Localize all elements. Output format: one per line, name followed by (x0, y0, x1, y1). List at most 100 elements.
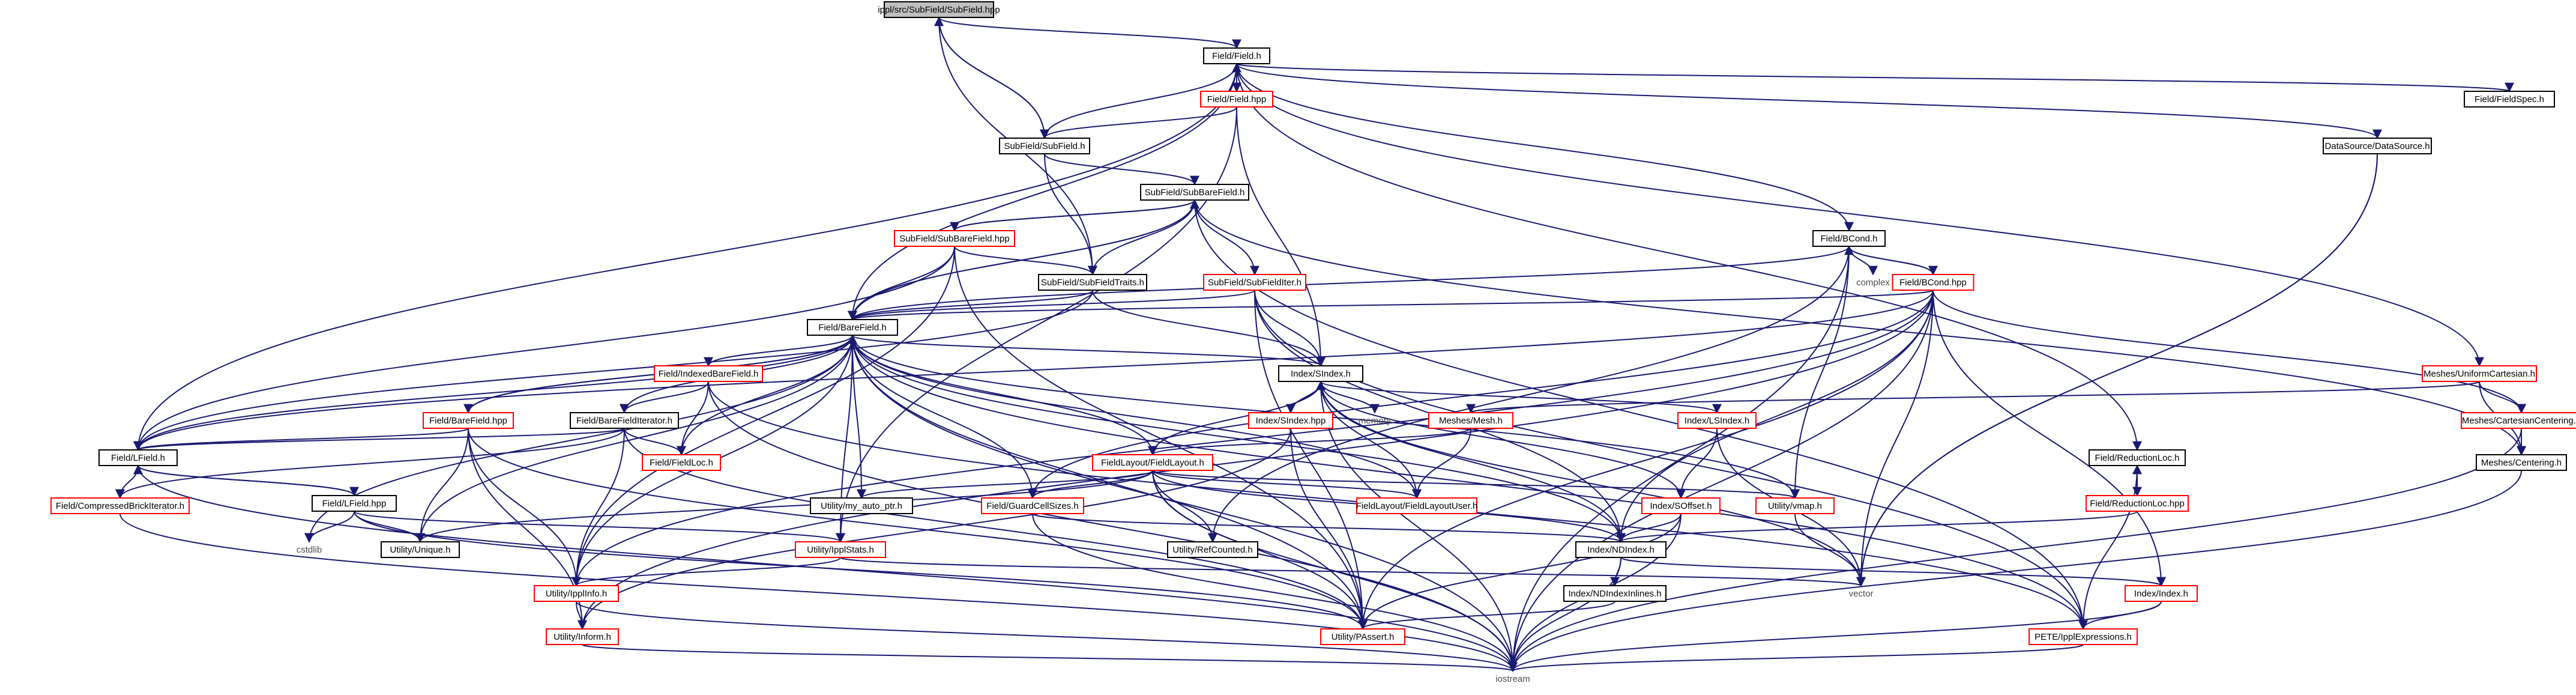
node-box-cartcenter (2461, 412, 2576, 429)
edge-subtraits-to-lfield (133, 290, 1093, 451)
edge-bcond-to-refcounted (1208, 246, 1850, 543)
edge-compressed-to-iostream (119, 513, 1518, 672)
node-barefieldhpp[interactable]: Field/BareField.hpp (423, 412, 514, 429)
node-subfieldh[interactable]: SubField/SubField.h (999, 138, 1090, 154)
node-vmap[interactable]: Utility/vmap.h (1755, 497, 1835, 514)
node-label-indexh: Index/Index.h (2134, 589, 2188, 599)
node-ipplstats[interactable]: Utility/IpplStats.h (795, 541, 886, 558)
edge-lfieldhpp-to-cstdlib (304, 511, 355, 543)
node-box-meshes_mesh (1428, 412, 1513, 429)
node-box-myautoptr (810, 497, 913, 514)
node-label-guardcell: Field/GuardCellSizes.h (986, 501, 1078, 511)
node-compressed[interactable]: Field/CompressedBrickIterator.h (50, 497, 190, 514)
node-fieldh[interactable]: Field/Field.h (1203, 47, 1270, 64)
node-cartcenter[interactable]: Meshes/CartesianCentering.h (2461, 412, 2576, 429)
edge-sindexhpp-to-sindex (1290, 380, 1326, 413)
node-box-subfieldh (999, 138, 1090, 154)
node-lfield[interactable]: Field/LField.h (98, 449, 178, 466)
node-box-inform (546, 628, 619, 645)
node-fieldloc[interactable]: Field/FieldLoc.h (642, 454, 721, 471)
node-label-cstdlib: cstdlib (297, 545, 322, 555)
node-ndindex[interactable]: Index/NDIndex.h (1575, 541, 1667, 558)
dependency-edges (115, 16, 2526, 672)
edge-meshes_mesh-to-fieldlayout (1148, 428, 1471, 456)
node-fieldspec[interactable]: Field/FieldSpec.h (2464, 91, 2555, 108)
edge-subtraits-to-sindex (1092, 290, 1326, 367)
node-label-fieldhpp: Field/Field.hpp (1207, 94, 1266, 105)
node-soffset[interactable]: Index/SOffset.h (1641, 497, 1721, 514)
node-label-inform: Utility/Inform.h (554, 632, 611, 642)
node-label-layoutuser: FieldLayout/FieldLayoutUser.h (1356, 501, 1478, 511)
node-fieldhpp[interactable]: Field/Field.hpp (1200, 91, 1273, 108)
node-sindex[interactable]: Index/SIndex.h (1278, 365, 1363, 382)
node-guardcell[interactable]: Field/GuardCellSizes.h (981, 497, 1084, 514)
edge-meshes_mesh-to-layoutuser (1412, 428, 1471, 499)
node-indexedbare[interactable]: Field/IndexedBareField.h (654, 365, 763, 382)
node-sindexhpp[interactable]: Index/SIndex.hpp (1248, 412, 1333, 429)
node-box-ndindex (1575, 541, 1667, 558)
edge-bareiter-to-lfield (133, 428, 625, 451)
edge-bcondhpp-to-ippinfo (572, 290, 1934, 587)
node-fieldlayout[interactable]: FieldLayout/FieldLayout.h (1092, 454, 1213, 471)
node-label-centering: Meshes/Centering.h (2481, 458, 2562, 468)
node-box-passert (1320, 628, 1405, 645)
node-box-ipplstats (795, 541, 886, 558)
edge-bcond-to-vmap (1790, 246, 1850, 499)
edge-barefield-to-pete (852, 335, 2088, 630)
node-lsindex[interactable]: Index/LSIndex.h (1677, 412, 1757, 429)
node-bcondhpp[interactable]: Field/BCond.hpp (1892, 274, 1974, 291)
node-datasource[interactable]: DataSource/DataSource.h (2323, 138, 2432, 154)
node-box-lsindex (1677, 412, 1757, 429)
node-passert[interactable]: Utility/PAssert.h (1320, 628, 1405, 645)
node-myautoptr[interactable]: Utility/my_auto_ptr.h (810, 497, 913, 514)
edge-lsindex-to-soffset (1676, 428, 1718, 499)
node-ndinline[interactable]: Index/NDIndexInlines.h (1563, 585, 1667, 602)
node-subiter[interactable]: SubField/SubFieldIter.h (1203, 274, 1306, 291)
edge-guardcell-to-iostream (1032, 513, 1518, 672)
node-box-bcond (1812, 230, 1886, 247)
node-refcounted[interactable]: Utility/RefCounted.h (1167, 541, 1258, 558)
edge-bcondhpp-to-inform (578, 290, 1934, 630)
node-meshes_mesh[interactable]: Meshes/Mesh.h (1428, 412, 1513, 429)
node-label-lsindex: Index/LSIndex.h (1685, 416, 1749, 426)
node-unique[interactable]: Utility/Unique.h (381, 541, 460, 558)
node-pete[interactable]: PETE/IpplExpressions.h (2029, 628, 2138, 645)
node-lfieldhpp[interactable]: Field/LField.hpp (312, 495, 397, 512)
edge-subbarehpp-to-passert (954, 246, 1368, 630)
edge-bcondhpp-to-barefield (848, 290, 1934, 321)
node-layoutuser[interactable]: FieldLayout/FieldLayoutUser.h (1356, 497, 1478, 514)
node-label-uniformcart: Meshes/UniformCartesian.h (2424, 369, 2535, 379)
node-label-ndindex: Index/NDIndex.h (1587, 545, 1654, 555)
node-box-guardcell (981, 497, 1084, 514)
edge-bareiter-to-compressed (115, 428, 625, 499)
node-barefield[interactable]: Field/BareField.h (807, 319, 898, 336)
node-bcond[interactable]: Field/BCond.h (1812, 230, 1886, 247)
edge-barefield-to-indexedbare (704, 335, 853, 367)
edge-cartcenter-to-iostream (1508, 428, 2522, 672)
node-box-fieldhpp (1200, 91, 1273, 108)
edge-barefield-to-subbare (852, 199, 1199, 320)
node-reductionlochpp[interactable]: Field/ReductionLoc.hpp (2086, 495, 2189, 512)
node-subtraits[interactable]: SubField/SubFieldTraits.h (1038, 274, 1147, 291)
node-centering[interactable]: Meshes/Centering.h (2476, 454, 2567, 471)
edge-barefield-to-guardcell (852, 335, 1037, 499)
node-subbarehpp[interactable]: SubField/SubBareField.hpp (894, 230, 1015, 247)
node-label-lfieldhpp: Field/LField.hpp (322, 499, 387, 509)
node-indexh[interactable]: Index/Index.h (2125, 585, 2198, 602)
edge-fieldh-to-reductionloc (1236, 63, 2142, 451)
node-uniformcart[interactable]: Meshes/UniformCartesian.h (2422, 365, 2537, 382)
node-root[interactable]: ippl/src/SubField/SubField.hpp (878, 1, 1000, 18)
node-box-barefield (807, 319, 898, 336)
edge-ipplstats-to-vector (840, 557, 1865, 587)
node-bareiter[interactable]: Field/BareFieldIterator.h (570, 412, 679, 429)
node-reductionloc[interactable]: Field/ReductionLoc.h (2089, 449, 2186, 466)
edge-lfieldhpp-to-ipplstats (354, 511, 845, 543)
edge-centering-to-iostream (1508, 470, 2522, 672)
edge-bcondhpp-to-vector (1856, 290, 1934, 587)
edge-bcond-to-iostream (1508, 246, 1850, 672)
node-subbare[interactable]: SubField/SubBareField.h (1140, 184, 1249, 201)
edge-barefield-to-myautoptr (852, 335, 866, 499)
node-inform[interactable]: Utility/Inform.h (546, 628, 619, 645)
node-ippinfo[interactable]: Utility/IpplInfo.h (534, 585, 619, 602)
node-label-cartcenter: Meshes/CartesianCentering.h (2462, 416, 2576, 426)
